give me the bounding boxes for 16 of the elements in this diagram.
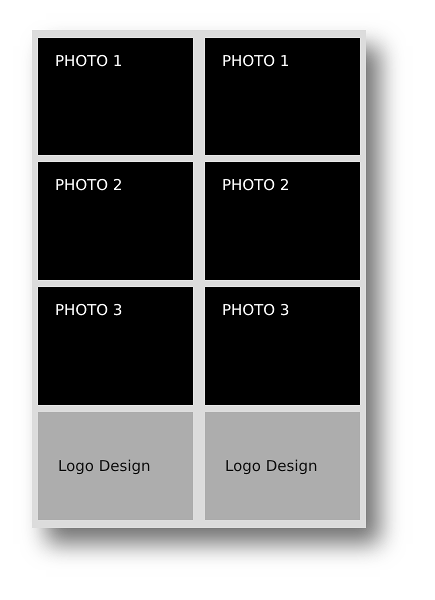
photo-label: PHOTO 3 xyxy=(222,301,290,319)
text-panel xyxy=(38,412,193,520)
photo-panel xyxy=(38,38,193,155)
photo-label: PHOTO 1 xyxy=(222,52,290,70)
photo-panel xyxy=(205,38,360,155)
photo-panel xyxy=(38,287,193,405)
photo-label: PHOTO 2 xyxy=(222,176,290,194)
photo-panel xyxy=(38,162,193,280)
photo-label: PHOTO 2 xyxy=(55,176,122,194)
panel-label: Logo Design xyxy=(58,457,151,475)
text-panel xyxy=(205,412,360,520)
photo-label: PHOTO 3 xyxy=(55,301,122,319)
panel-label: Logo Design xyxy=(225,457,318,475)
photo-panel xyxy=(205,287,360,405)
photo-panel xyxy=(205,162,360,280)
photo-label: PHOTO 1 xyxy=(55,52,122,70)
